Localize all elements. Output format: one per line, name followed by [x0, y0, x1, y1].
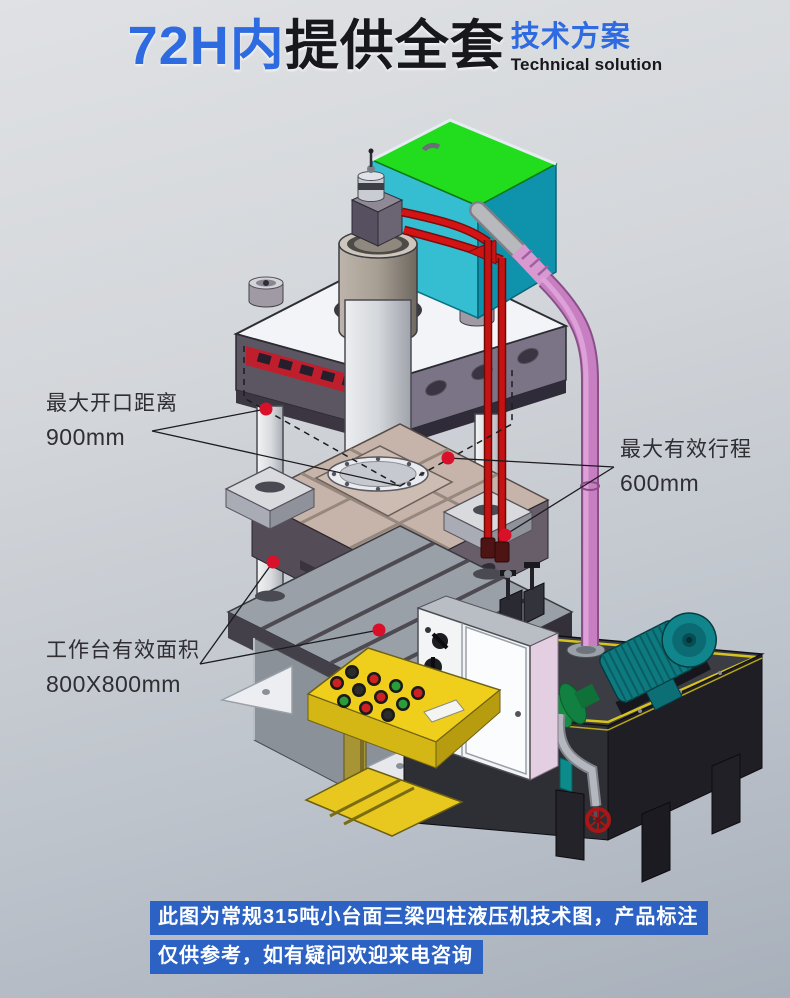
reservoir-handle-icon — [421, 142, 441, 152]
hydraulic-pipes-upper — [401, 207, 504, 265]
tank-latch — [559, 757, 573, 793]
annotation-value: 600mm — [620, 469, 700, 496]
title-rest: 提供全套 — [284, 16, 505, 76]
title-badge: 技术方案 Technical solution — [510, 21, 663, 75]
marker-dot — [372, 623, 386, 637]
annotation-label: 最大有效行程 — [620, 438, 752, 461]
marker-dot — [266, 555, 280, 569]
annotation-value: 900mm — [46, 423, 126, 450]
marker-dot — [259, 402, 273, 416]
annotation-table-area: 工作台有效面积 800X800mm — [46, 635, 200, 701]
foot-plate — [219, 664, 293, 715]
page-header: 72H内提供全套 技术方案 Technical solution — [0, 18, 790, 75]
badge-subtitle: Technical solution — [510, 54, 663, 74]
page-title: 72H内提供全套 — [128, 18, 505, 75]
marker-dot — [498, 528, 512, 542]
marker-dot — [441, 451, 455, 465]
title-highlight: 72H内 — [127, 16, 285, 76]
measurement-markers — [259, 402, 512, 637]
tank-leg — [711, 753, 741, 835]
footer-line-1: 此图为常规315吨小台面三梁四柱液压机技术图，产品标注 — [150, 901, 709, 935]
motor-junction-box — [645, 677, 683, 711]
annotation-max-stroke: 最大有效行程 600mm — [620, 434, 752, 500]
tank-leg — [641, 801, 671, 883]
tank-leg — [555, 789, 585, 861]
annotation-value: 800X800mm — [46, 670, 181, 697]
hydraulic-pipes-vertical — [480, 240, 510, 563]
badge-title: 技术方案 — [510, 21, 631, 53]
valve-handwheel-icon — [585, 807, 611, 833]
measurement-lines — [151, 346, 615, 665]
pendant-buttons — [330, 665, 425, 722]
pendant-control — [304, 647, 502, 837]
footer-note: 此图为常规315吨小台面三梁四柱液压机技术图，产品标注 仅供参考，如有疑问欢迎来… — [150, 901, 709, 974]
hydraulic-hose — [469, 201, 600, 646]
motor — [599, 612, 717, 715]
annotation-label: 最大开口距离 — [46, 392, 178, 415]
pendant-label-window — [423, 699, 465, 723]
footer-line-2: 仅供参考，如有疑问欢迎来电咨询 — [150, 940, 483, 974]
annotation-label: 工作台有效面积 — [46, 639, 200, 662]
annotation-max-opening: 最大开口距离 900mm — [46, 388, 178, 454]
